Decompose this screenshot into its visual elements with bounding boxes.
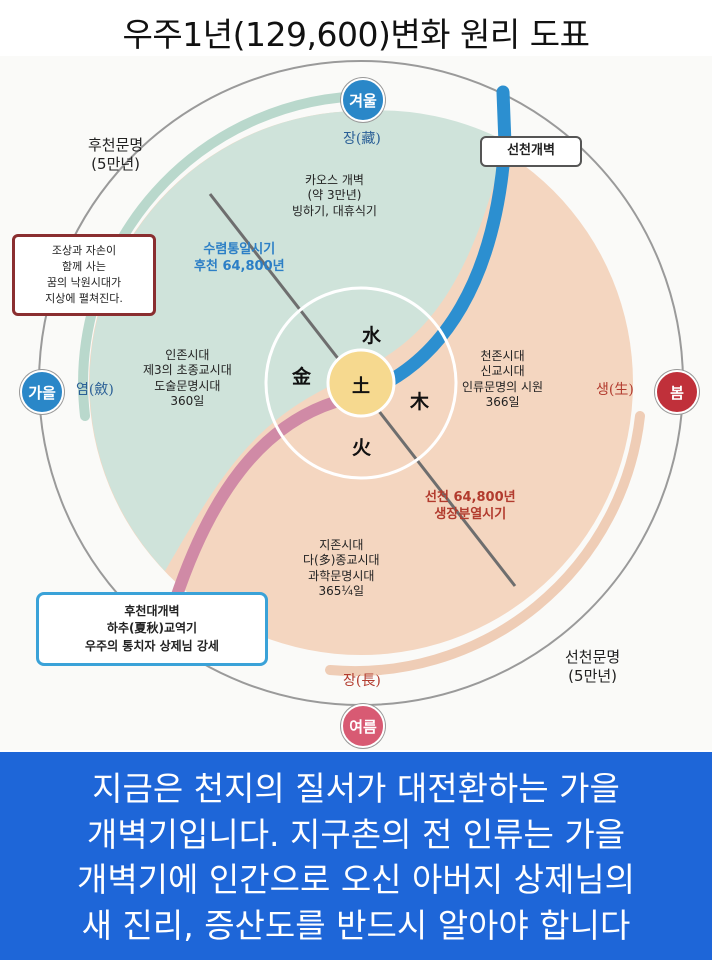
cosmic-year-diagram: 水 木 火 金 土 겨울 봄 여름 가을 장(藏) 생(生) 장(長) 염(斂)… [0, 56, 712, 750]
prior-opening-curve-top [496, 85, 512, 151]
heaven-era-line-3: 인류문명의 시원 [462, 379, 544, 394]
heaven-era-line-2: 신교시대 [480, 364, 525, 379]
later-period-line-2: 후천 64,800년 [194, 258, 285, 274]
earth-center-disc [326, 348, 396, 418]
heaven-era-line-4: 366일 [485, 395, 520, 410]
water-element: 水 [362, 325, 382, 347]
chaos-line-3: 빙하기, 대휴식기 [292, 203, 377, 218]
later-period-label: 수렴통일시기 후천 64,800년 [194, 242, 285, 275]
message-banner: 지금은 천지의 질서가 대전환하는 가을 개벽기입니다. 지구촌의 전 인류는 … [0, 752, 712, 960]
earth-element: 土 [352, 376, 370, 397]
prior-civ-line-1: 선천문명 [565, 648, 621, 666]
later-period-line-1: 수렴통일시기 [203, 242, 276, 257]
human-era-line-4: 360일 [170, 394, 205, 409]
heaven-era-line-1: 천존시대 [480, 349, 525, 363]
marker-autumn: 염(斂) [76, 382, 114, 398]
chaos-line-1: 카오스 개벽 [304, 173, 364, 187]
prior-civ-label: 선천문명 (5만년) [565, 648, 620, 686]
later-opening-box: 후천대개벽 하추(夏秋)교역기 우주의 통치자 상제님 강세 [36, 592, 268, 667]
prior-civ-line-2: (5만년) [568, 667, 618, 686]
season-winter: 겨울 [341, 78, 385, 122]
banner-text: 지금은 천지의 질서가 대전환하는 가을 개벽기입니다. 지구촌의 전 인류는 … [0, 766, 712, 948]
season-spring: 봄 [655, 370, 699, 414]
later-civ-label: 후천문명 (5만년) [88, 136, 143, 174]
ancestors-line-3: 꿈의 낙원시대가 [46, 275, 122, 289]
ancestors-line-2: 함께 사는 [62, 259, 106, 273]
marker-winter: 장(藏) [343, 131, 381, 147]
wood-element: 木 [410, 391, 430, 413]
chaos-line-2: (약 3만년) [307, 188, 362, 203]
teal-region [89, 110, 506, 571]
prior-period-label: 선천 64,800년 생장분열시기 [425, 490, 516, 523]
human-era-label: 인존시대 제3의 초종교시대 도술문명시대 360일 [143, 348, 232, 409]
inner-circle [264, 286, 458, 480]
later-opening-line-3: 우주의 통치자 상제님 강세 [85, 638, 219, 653]
heaven-era-label: 천존시대 신교시대 인류문명의 시원 366일 [462, 349, 543, 410]
prior-civ-arc [325, 411, 645, 677]
earth-era-line-1: 지존시대 [319, 538, 364, 552]
marker-spring: 생(生) [596, 382, 634, 398]
chaos-label: 카오스 개벽 (약 3만년) 빙하기, 대휴식기 [292, 173, 377, 219]
later-opening-curve [169, 396, 341, 607]
human-era-line-1: 인존시대 [165, 348, 210, 362]
prior-period-line-1: 선천 64,800년 [425, 490, 516, 505]
season-summer: 여름 [341, 704, 385, 748]
banner-line-1: 지금은 천지의 질서가 대전환하는 가을 [92, 769, 620, 808]
fire-element: 火 [352, 437, 372, 459]
prior-opening-curve [373, 137, 512, 393]
page-title: 우주1년(129,600)변화 원리 도표 [122, 15, 590, 54]
banner-line-3: 개벽기에 인간으로 오신 아버지 상제님의 [76, 860, 636, 900]
metal-element: 金 [292, 366, 312, 388]
earth-era-line-4: 365¼일 [318, 584, 365, 599]
later-civ-line-2: (5만년) [91, 155, 141, 174]
earth-era-line-2: 다(多)종교시대 [303, 553, 380, 568]
human-era-line-3: 도술문명시대 [154, 378, 221, 393]
prior-opening-box: 선천개벽 [480, 136, 582, 167]
prior-period-line-2: 생장분열시기 [434, 506, 507, 522]
banner-line-2: 개벽기입니다. 지구촌의 전 인류는 가을 [86, 814, 626, 854]
later-civ-arc [78, 91, 374, 421]
ancestors-line-1: 조상과 자손이 [51, 244, 117, 257]
earth-era-line-3: 과학문명시대 [308, 568, 375, 583]
ancestors-line-4: 지상에 펼쳐진다. [45, 291, 123, 305]
season-autumn: 가을 [20, 370, 64, 414]
marker-summer: 장(長) [343, 673, 381, 689]
diagram-graphic [38, 60, 684, 706]
later-opening-line-1: 후천대개벽 [124, 604, 180, 618]
later-opening-line-2: 하추(夏秋)교역기 [106, 621, 198, 636]
ancestors-box: 조상과 자손이 함께 사는 꿈의 낙원시대가 지상에 펼쳐진다. [12, 234, 156, 316]
earth-era-label: 지존시대 다(多)종교시대 과학문명시대 365¼일 [303, 538, 380, 599]
later-civ-line-1: 후천문명 [88, 136, 144, 154]
banner-line-4: 새 진리, 증산도를 반드시 알아야 합니다 [81, 905, 631, 945]
human-era-line-2: 제3의 초종교시대 [143, 363, 232, 378]
